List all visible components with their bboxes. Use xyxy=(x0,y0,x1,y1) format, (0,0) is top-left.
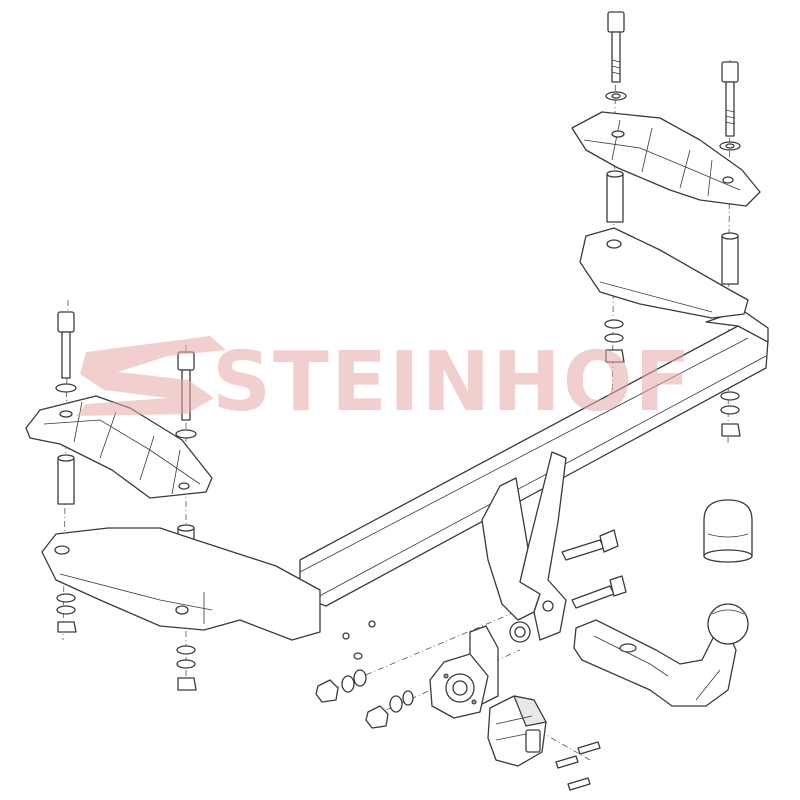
steinhof-watermark: STEINHOF xyxy=(76,335,693,430)
towball-neck xyxy=(573,619,737,707)
spacer-right-1 xyxy=(606,170,624,223)
mounting-bolt-lower xyxy=(571,575,627,609)
right-side-bracket xyxy=(579,227,749,319)
socket-bracket-plate xyxy=(429,625,499,719)
hardware-left xyxy=(56,593,197,691)
tow-ball xyxy=(707,603,749,645)
bolt-right-1 xyxy=(605,11,627,101)
central-drop-bracket xyxy=(481,451,567,643)
spacer-left-1 xyxy=(57,454,75,505)
socket-screws xyxy=(555,741,601,791)
mounting-bolt-upper xyxy=(561,529,619,561)
left-side-bracket xyxy=(41,527,321,641)
right-mounting-plate xyxy=(571,111,761,207)
bolt-right-2 xyxy=(719,61,741,151)
ball-cover-cap xyxy=(703,499,753,563)
hardware-center xyxy=(315,620,414,729)
hardware-right xyxy=(604,319,741,437)
spacer-right-2 xyxy=(721,232,739,285)
left-mounting-plate xyxy=(25,395,213,499)
bolt-left-1 xyxy=(55,311,77,393)
electrical-socket xyxy=(487,695,547,767)
watermark-text: STEINHOF xyxy=(212,335,693,430)
